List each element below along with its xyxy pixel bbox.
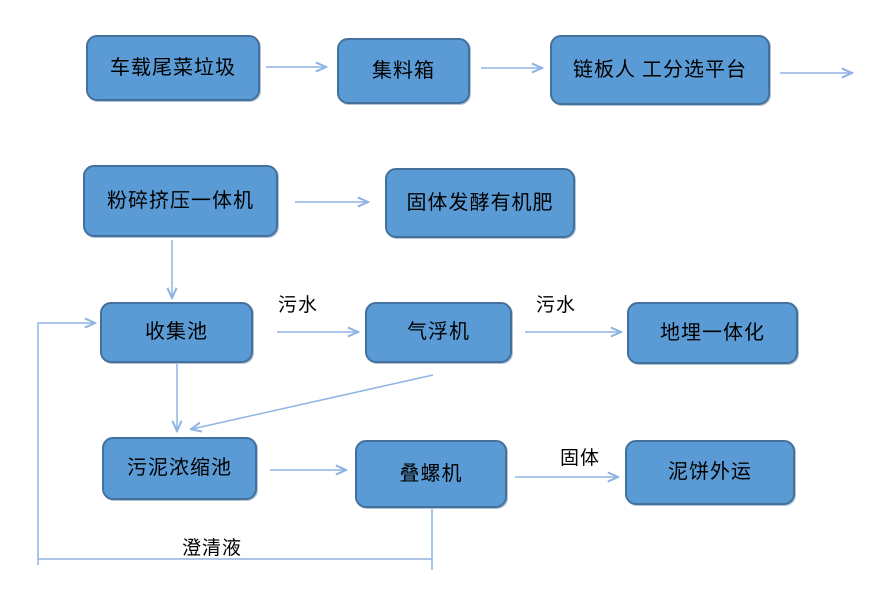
node-stacked-screw-machine[interactable]: 叠螺机	[355, 440, 507, 508]
node-air-flotation-machine[interactable]: 气浮机	[365, 302, 512, 363]
node-label: 粉碎挤压一体机	[107, 189, 254, 212]
node-mud-cake-transport[interactable]: 泥饼外运	[625, 440, 795, 505]
node-collection-pool[interactable]: 收集池	[100, 302, 253, 363]
edge-label-sewage-1: 污水	[278, 295, 319, 316]
node-crush-extrude-machine[interactable]: 粉碎挤压一体机	[83, 165, 278, 237]
connector-flotation-to-sludge-tank	[192, 374, 434, 429]
node-label: 固体发酵有机肥	[406, 191, 554, 214]
node-label: 链板人 工分选平台	[573, 58, 747, 81]
node-label: 地埋一体化	[660, 321, 765, 344]
node-vehicle-tail-vegetable-waste[interactable]: 车载尾菜垃圾	[86, 35, 260, 101]
node-label: 泥饼外运	[668, 461, 752, 483]
node-solid-fermentation-organic-fertilizer[interactable]: 固体发酵有机肥	[385, 168, 575, 238]
node-label: 收集池	[145, 321, 208, 343]
node-sludge-thickening-tank[interactable]: 污泥浓缩池	[102, 437, 257, 500]
edge-label-clarified-liquid: 澄清液	[182, 538, 243, 559]
edge-label-sewage-2: 污水	[536, 295, 577, 316]
node-label: 集料箱	[372, 59, 435, 82]
node-collection-box[interactable]: 集料箱	[337, 38, 470, 104]
node-buried-integrated-unit[interactable]: 地埋一体化	[627, 302, 798, 364]
edge-label-solid: 固体	[560, 448, 601, 469]
node-chain-plate-manual-sorting-platform[interactable]: 链板人 工分选平台	[550, 35, 770, 105]
node-label: 污泥浓缩池	[127, 457, 232, 479]
node-label: 叠螺机	[399, 462, 463, 485]
node-label: 车载尾菜垃圾	[110, 56, 236, 79]
connector-clarified-return-to-pool	[37, 323, 94, 565]
node-label: 气浮机	[407, 321, 470, 343]
